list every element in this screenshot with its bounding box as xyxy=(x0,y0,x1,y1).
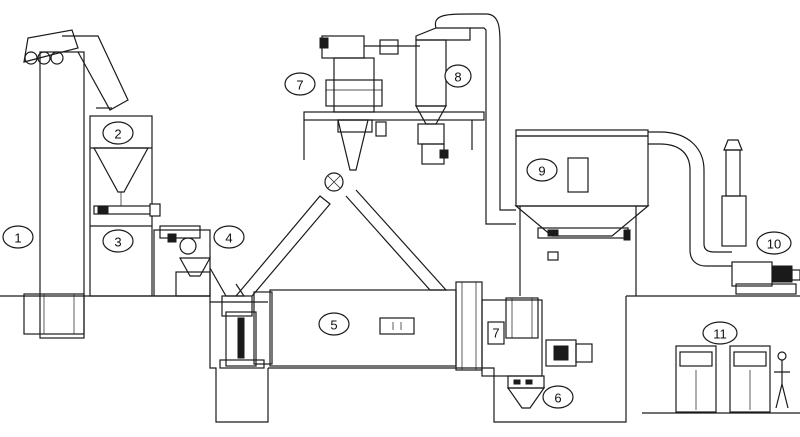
callout-7-separator-text: 7 xyxy=(296,78,303,93)
callout-3: 3 xyxy=(102,229,134,253)
drive-unit xyxy=(481,297,593,409)
return-ducts xyxy=(235,172,448,297)
fan-and-stack xyxy=(721,139,800,295)
callout-10: 10 xyxy=(756,231,792,255)
callout-2: 2 xyxy=(102,121,134,145)
callout-11-text: 11 xyxy=(713,327,727,342)
cyclone xyxy=(414,27,471,165)
callout-1-text: 1 xyxy=(14,231,21,246)
callout-6: 6 xyxy=(542,385,574,409)
callout-9: 9 xyxy=(526,158,558,182)
callout-10-text: 10 xyxy=(767,237,781,252)
callout-8-text: 8 xyxy=(454,70,461,85)
ball-mill xyxy=(219,281,483,371)
callout-4: 4 xyxy=(213,225,245,249)
callout-4-text: 4 xyxy=(225,231,232,246)
callout-5-text: 5 xyxy=(330,318,337,333)
callout-7-separator: 7 xyxy=(284,72,316,96)
exhaust-duct xyxy=(434,13,516,225)
separator xyxy=(303,35,485,171)
fan-duct xyxy=(648,131,732,267)
mill-pit xyxy=(209,296,627,423)
callout-3-text: 3 xyxy=(114,235,121,250)
raw-material-bin xyxy=(89,115,161,297)
callout-9-text: 9 xyxy=(538,164,545,179)
bucket-elevator xyxy=(23,29,129,339)
bag-filter xyxy=(514,129,650,296)
callout-8: 8 xyxy=(444,64,472,88)
callout-6-text: 6 xyxy=(554,391,561,406)
feed-chute xyxy=(209,267,253,317)
callout-1: 1 xyxy=(2,225,34,249)
callout-labels: 1 2 3 4 5 6 7 7 xyxy=(2,64,792,409)
callout-7-mill-text: 7 xyxy=(492,326,499,341)
callout-2-text: 2 xyxy=(114,127,121,142)
feeder-unit xyxy=(153,225,212,297)
callout-11: 11 xyxy=(702,321,738,345)
callout-7-mill: 7 xyxy=(487,321,505,345)
callout-5: 5 xyxy=(318,312,350,336)
control-room xyxy=(675,345,790,413)
